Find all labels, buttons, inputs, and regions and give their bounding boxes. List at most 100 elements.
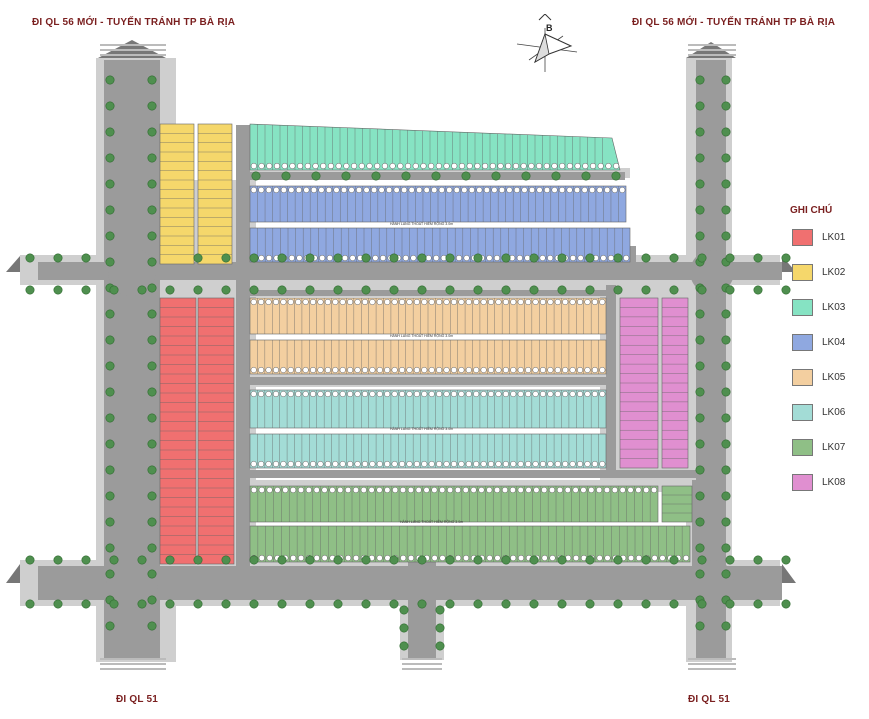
lot-number-marker: [413, 390, 420, 398]
lot-number-marker: [404, 162, 412, 170]
compass-letter: B: [546, 23, 553, 33]
tree-icon: [305, 285, 315, 295]
lot-number-marker: [582, 162, 589, 170]
lot-number-marker: [473, 366, 480, 374]
road: [236, 125, 250, 570]
lot-number-marker: [562, 460, 569, 468]
lot-number-marker: [554, 366, 561, 374]
lot-number-marker: [250, 162, 257, 170]
lot-number-marker: [325, 186, 333, 194]
lot-number-marker: [347, 460, 354, 468]
road: [38, 262, 782, 280]
tree-icon: [371, 171, 381, 181]
tree-icon: [695, 153, 705, 163]
tree-icon: [165, 555, 175, 565]
tree-icon: [721, 621, 731, 631]
tree-icon: [695, 101, 705, 111]
tree-icon: [147, 569, 157, 579]
legend-swatch: [792, 438, 813, 456]
lot-number-marker: [309, 366, 317, 374]
lot-number-marker: [495, 298, 502, 306]
lot-number-marker: [465, 366, 472, 374]
tree-icon: [249, 599, 259, 609]
legend-swatch: [792, 298, 813, 316]
lot-number-marker: [413, 460, 420, 468]
lot-number-marker: [501, 486, 509, 494]
tree-icon: [81, 555, 91, 565]
lot-number-marker: [361, 366, 369, 374]
lot-number-marker: [423, 186, 430, 194]
tree-icon: [721, 413, 731, 423]
lot-number-marker: [420, 162, 427, 170]
block-lk02-b: [197, 123, 233, 265]
lot-number-marker: [506, 186, 513, 194]
lot-number-marker: [447, 486, 454, 494]
road-stripe: [100, 663, 166, 665]
lot-number-marker: [491, 186, 498, 194]
tree-icon: [333, 253, 343, 263]
tree-icon: [641, 285, 651, 295]
lot-number-marker: [549, 486, 556, 494]
lot-number-marker: [280, 366, 287, 374]
tree-icon: [193, 555, 203, 565]
lot-number-marker: [326, 254, 333, 262]
tree-icon: [105, 75, 115, 85]
tree-icon: [137, 599, 147, 609]
tree-icon: [221, 285, 231, 295]
lot-number-marker: [381, 162, 388, 170]
lot-number-marker: [547, 254, 554, 262]
road: [408, 560, 436, 660]
lot-number-marker: [581, 186, 588, 194]
lot-number-marker: [408, 186, 415, 194]
lot-number-marker: [596, 554, 603, 562]
lot-number-marker: [287, 298, 294, 306]
lot-number-marker: [360, 486, 367, 494]
legend-swatch: [792, 263, 813, 281]
lot-number-marker: [258, 390, 265, 398]
lot-number-marker: [525, 390, 532, 398]
tree-icon: [529, 253, 539, 263]
tree-icon: [105, 387, 115, 397]
tree-icon: [725, 253, 735, 263]
tree-icon: [695, 517, 705, 527]
lot-number-marker: [354, 298, 361, 306]
lot-number-marker: [443, 460, 450, 468]
lot-number-marker: [348, 186, 355, 194]
tree-icon: [105, 205, 115, 215]
tree-icon: [529, 599, 539, 609]
tree-icon: [221, 253, 231, 263]
lot-number-marker: [487, 298, 495, 306]
tree-icon: [781, 285, 791, 295]
block-lk01-b: [197, 297, 235, 565]
tree-icon: [473, 555, 483, 565]
tree-icon: [305, 253, 315, 263]
lot-number-marker: [339, 460, 346, 468]
tree-icon: [105, 127, 115, 137]
tree-icon: [147, 361, 157, 371]
lot-number-marker: [324, 390, 331, 398]
alley-label: HÀNH LANG THOÁT HIỂM RỘNG 3.0m: [390, 221, 453, 226]
lot-number-marker: [619, 186, 626, 194]
tree-icon: [585, 253, 595, 263]
lot-number-marker: [525, 460, 532, 468]
markers-lk07-top: [250, 486, 658, 494]
lot-number-marker: [335, 162, 342, 170]
lot-number-marker: [635, 554, 642, 562]
road: [236, 377, 606, 385]
road-stripe: [100, 668, 166, 670]
legend-item-lk05: LK05: [792, 368, 845, 386]
legend-label: LK04: [822, 336, 846, 348]
lot-number-marker: [611, 186, 618, 194]
lot-number-marker: [431, 486, 438, 494]
lot-number-marker: [436, 460, 443, 468]
lot-number-marker: [272, 366, 280, 374]
block-lk07-c: [661, 485, 693, 523]
legend-swatch: [792, 403, 813, 421]
lot-number-marker: [572, 486, 579, 494]
tree-icon: [641, 555, 651, 565]
lot-number-marker: [551, 186, 558, 194]
lot-number-marker: [494, 486, 501, 494]
tree-icon: [25, 555, 35, 565]
lot-number-marker: [495, 366, 502, 374]
lot-number-marker: [258, 554, 265, 562]
